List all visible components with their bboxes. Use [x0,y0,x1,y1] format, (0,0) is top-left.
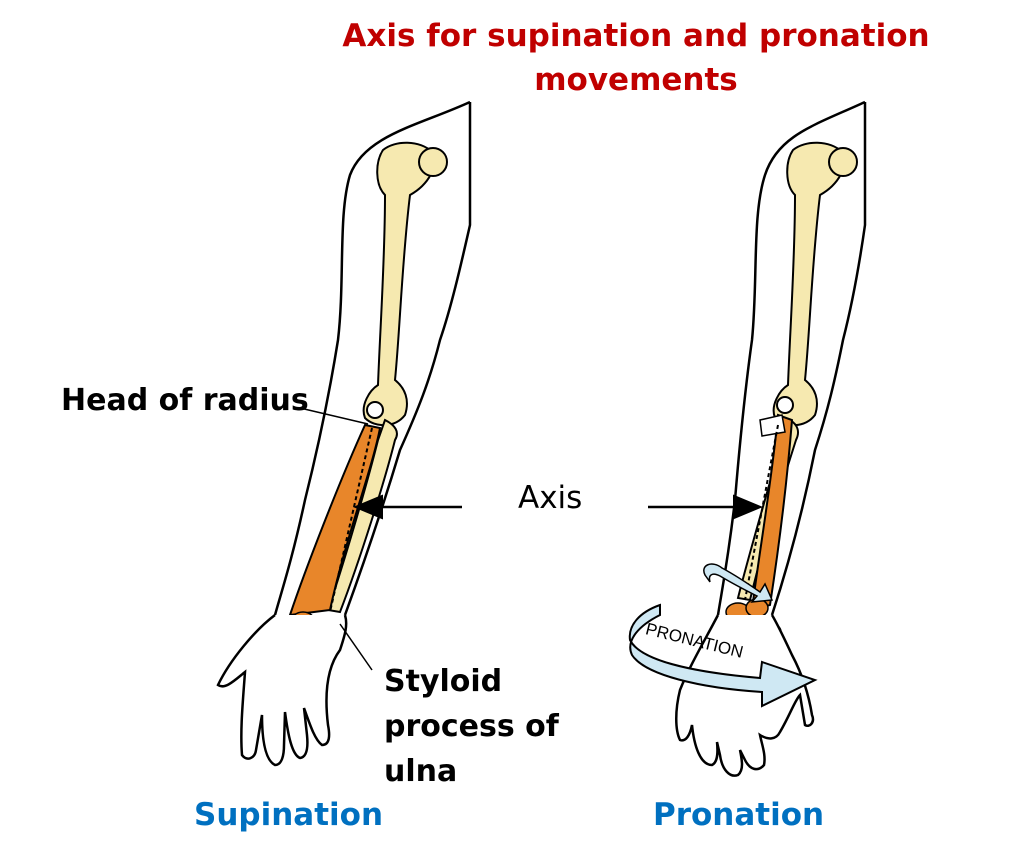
styloid-leader [339,623,373,671]
pronation-arm: PRONATION [628,100,867,777]
styloid-label-line2: process of [384,709,559,744]
supination-arm-outline [273,100,472,616]
head-of-radius-label: Head of radius [61,383,309,418]
styloid-label-line3: ulna [384,754,458,789]
styloid-label-line1: Styloid [384,664,503,699]
head-of-radius-leader [299,407,369,425]
pronation-hand [675,614,815,777]
supination-radius [288,423,382,617]
supination-arm [216,100,472,767]
pronation-arm-outline [716,100,867,616]
rotation-arrow-icon [703,563,774,603]
pronation-ribbon-arrow-icon [628,603,818,708]
diagram-title: Axis for supination and pronation moveme… [342,18,930,98]
supination-caption: Supination [194,797,384,833]
axis-label: Axis [518,480,583,516]
pronation-caption: Pronation [653,797,825,833]
supination-humerus [362,141,436,427]
supination-hand [216,614,348,767]
pronation-radius [750,413,794,612]
